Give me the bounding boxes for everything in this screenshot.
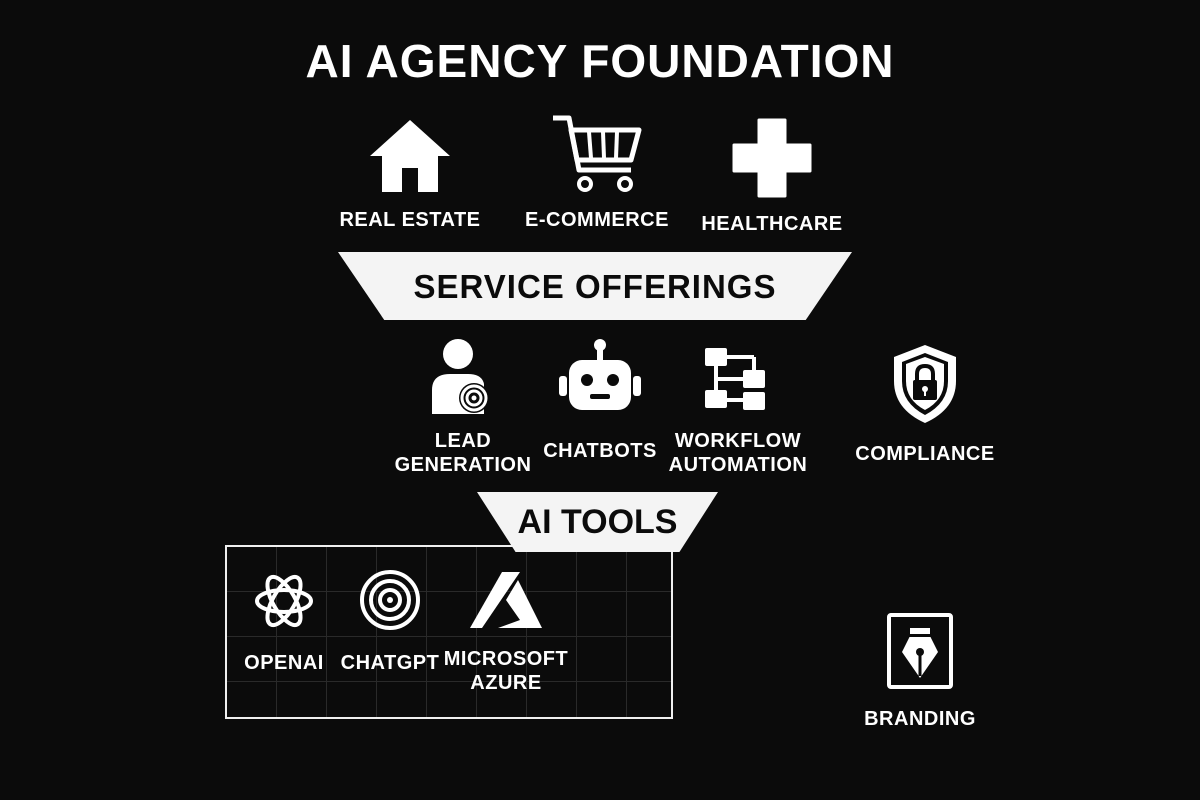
ai-tools-banner: AI TOOLS — [477, 492, 718, 552]
tool-microsoft-azure: MICROSOFT AZURE — [443, 570, 569, 695]
tool-openai: OPENAI — [232, 568, 336, 675]
shopping-cart-icon — [507, 112, 687, 196]
service-label-line2: AUTOMATION — [668, 454, 808, 476]
service-label-line1: WORKFLOW — [674, 430, 802, 452]
industry-label: E-COMMERCE — [525, 209, 669, 231]
service-offerings-label: SERVICE OFFERINGS — [413, 268, 777, 305]
industry-e-commerce: E-COMMERCE — [507, 112, 687, 232]
person-target-icon — [428, 336, 498, 421]
shield-lock-icon — [890, 343, 960, 430]
branding-label: BRANDING — [864, 708, 976, 730]
tool-chatgpt: CHATGPT — [335, 568, 445, 675]
service-label: CHATBOTS — [543, 440, 657, 462]
target-rings-icon — [358, 568, 422, 637]
medical-cross-icon — [682, 118, 862, 198]
pen-nib-icon — [886, 612, 954, 695]
ai-tools-label: AI TOOLS — [517, 503, 678, 541]
page-title: AI AGENCY FOUNDATION — [305, 35, 895, 87]
tool-label-line1: MICROSOFT — [443, 648, 569, 670]
azure-logo-icon — [468, 570, 544, 635]
branding-item: BRANDING — [850, 612, 990, 731]
tool-label: CHATGPT — [340, 652, 440, 674]
service-label-line1: LEAD — [434, 430, 492, 452]
compliance-label: COMPLIANCE — [855, 443, 995, 465]
industry-healthcare: HEALTHCARE — [682, 118, 862, 236]
tool-label: OPENAI — [244, 652, 324, 674]
service-offerings-banner: SERVICE OFFERINGS — [338, 252, 852, 320]
house-icon — [320, 116, 500, 196]
industry-label: REAL ESTATE — [339, 209, 481, 231]
service-chatbots: CHATBOTS — [530, 338, 670, 463]
ai-tools-panel — [225, 545, 673, 719]
openai-knot-icon — [251, 568, 317, 639]
workflow-diagram-icon — [703, 346, 773, 417]
compliance-item: COMPLIANCE — [845, 343, 1005, 466]
tool-label-line2: AZURE — [470, 672, 542, 694]
robot-icon — [555, 338, 645, 419]
service-label-line2: GENERATION — [394, 454, 532, 476]
industry-real-estate: REAL ESTATE — [320, 116, 500, 232]
service-workflow-automation: WORKFLOW AUTOMATION — [658, 346, 818, 477]
industry-label: HEALTHCARE — [701, 213, 843, 235]
service-lead-generation: LEAD GENERATION — [383, 336, 543, 477]
